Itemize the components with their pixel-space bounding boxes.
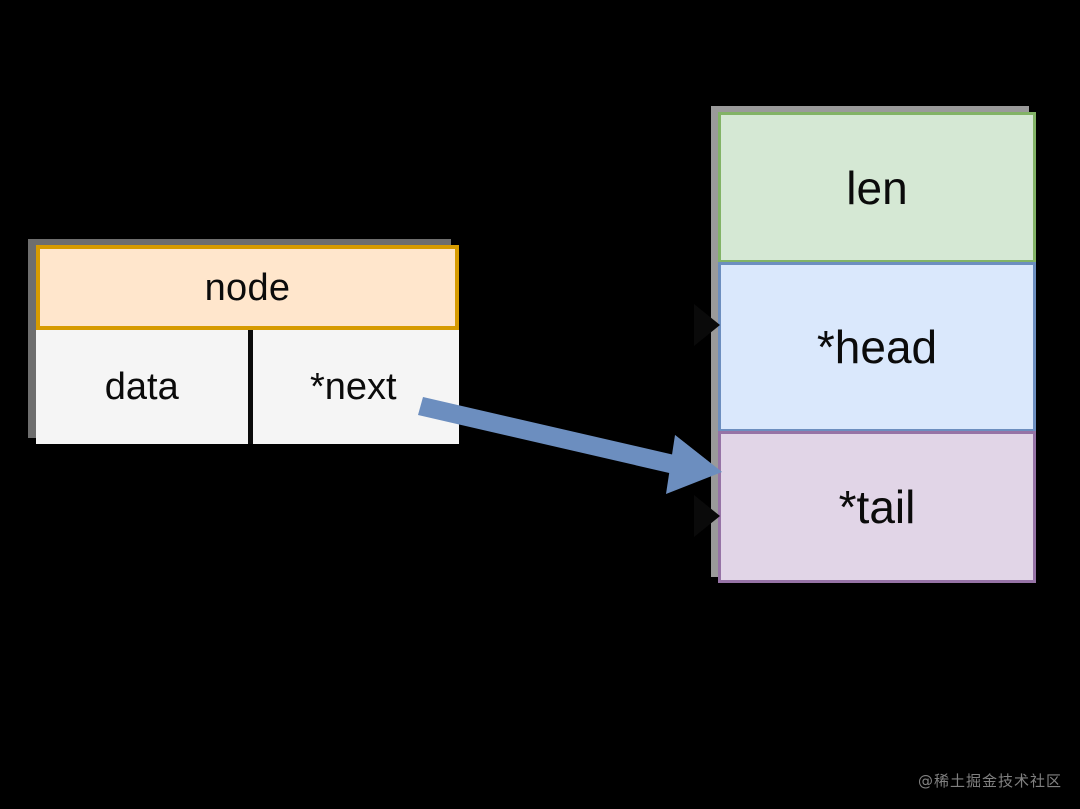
list-field-tail-label: *tail	[838, 481, 916, 533]
watermark-text: @稀土掘金技术社区	[917, 772, 1062, 790]
node-field-next-label: *next	[309, 366, 397, 408]
node-field-data-label: data	[104, 366, 179, 408]
head-arrowhead-icon	[694, 304, 720, 346]
tail-arrowhead-icon	[694, 495, 720, 537]
node-struct-fields-row: data *next	[36, 330, 459, 444]
list-field-tail: *tail	[718, 431, 1036, 583]
node-struct-box: node data *next	[28, 239, 459, 444]
list-struct-box: len *head *tail	[711, 106, 1036, 583]
list-field-head-label: *head	[816, 321, 938, 373]
node-field-next: *next	[248, 330, 460, 444]
list-field-len-label: len	[846, 161, 908, 214]
node-struct-header: node	[36, 245, 459, 330]
list-field-head: *head	[718, 262, 1036, 432]
node-struct-header-label: node	[204, 266, 291, 309]
node-field-data: data	[36, 330, 248, 444]
node-field-divider	[248, 330, 253, 444]
list-field-len: len	[718, 112, 1036, 263]
